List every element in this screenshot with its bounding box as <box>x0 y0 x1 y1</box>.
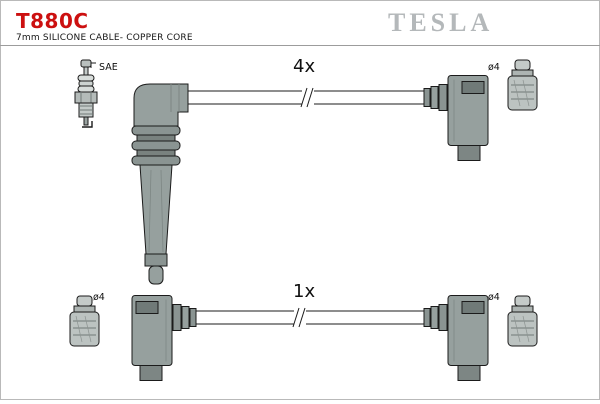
top-right-diameter-label: ø4 <box>488 62 500 73</box>
top-cable-break-icon <box>300 87 315 108</box>
sae-leader-line <box>90 62 96 68</box>
part-number: T880C <box>16 9 89 33</box>
brand-logo: TESLA <box>388 8 494 37</box>
header-divider <box>0 45 600 46</box>
bottom-left-diameter-label: ø4 <box>93 292 105 303</box>
terminal-sleeve-icon-top-right <box>507 59 538 111</box>
top-cable-assembly: 4x SAE <box>74 56 538 285</box>
bottom-left-boot <box>131 295 197 381</box>
bottom-quantity-label: 1x <box>293 281 315 302</box>
bottom-right-boot <box>423 295 489 381</box>
top-left-boot <box>131 83 189 285</box>
spark-plug-icon <box>74 59 98 128</box>
terminal-sleeve-icon-bottom-right <box>507 295 538 347</box>
bottom-cable-assembly: 1x ø4 ø4 <box>69 281 538 381</box>
top-quantity-label: 4x <box>293 56 315 77</box>
bottom-cable <box>195 310 425 325</box>
bottom-cable-break-icon <box>292 307 307 328</box>
bottom-right-diameter-label: ø4 <box>488 292 500 303</box>
product-subtitle: 7mm SILICONE CABLE- COPPER CORE <box>16 33 193 43</box>
top-right-boot <box>423 75 489 161</box>
sae-label: SAE <box>99 62 118 73</box>
terminal-sleeve-icon-bottom-left <box>69 295 100 347</box>
